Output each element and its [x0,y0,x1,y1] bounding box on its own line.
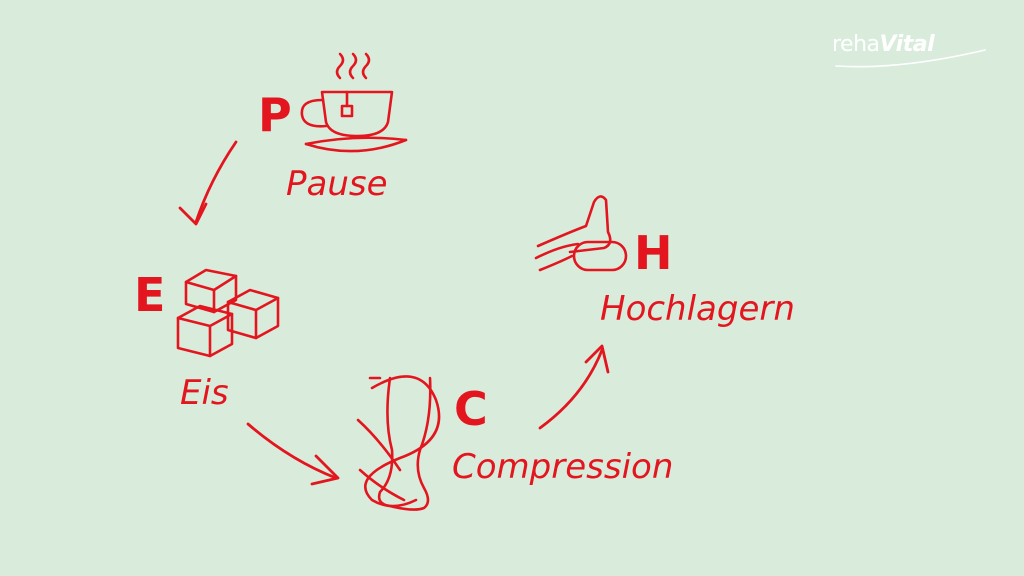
compression-leg-icon [356,375,441,511]
ice-cubes-icon [176,268,280,358]
logo-part-a: reha [832,32,880,57]
arrow-e-to-c [246,422,340,486]
tea-cup-icon [300,52,408,153]
step-label-eis: Eis [180,373,229,413]
step-letter-e: E [134,268,166,322]
rehavital-logo: rehaVital [832,32,935,57]
step-label-hochlagern: Hochlagern [600,289,795,329]
logo-part-b: Vital [879,32,935,57]
cycle-arrows [178,140,610,486]
elevated-foot-icon [534,195,628,272]
arrow-c-to-h [538,344,610,430]
step-letter-p: P [258,88,292,142]
step-label-compression: Compression [452,447,674,487]
step-letter-c: C [454,382,488,436]
arrow-p-to-e [178,140,238,226]
step-letter-h: H [634,226,673,280]
step-label-pause: Pause [286,164,388,204]
